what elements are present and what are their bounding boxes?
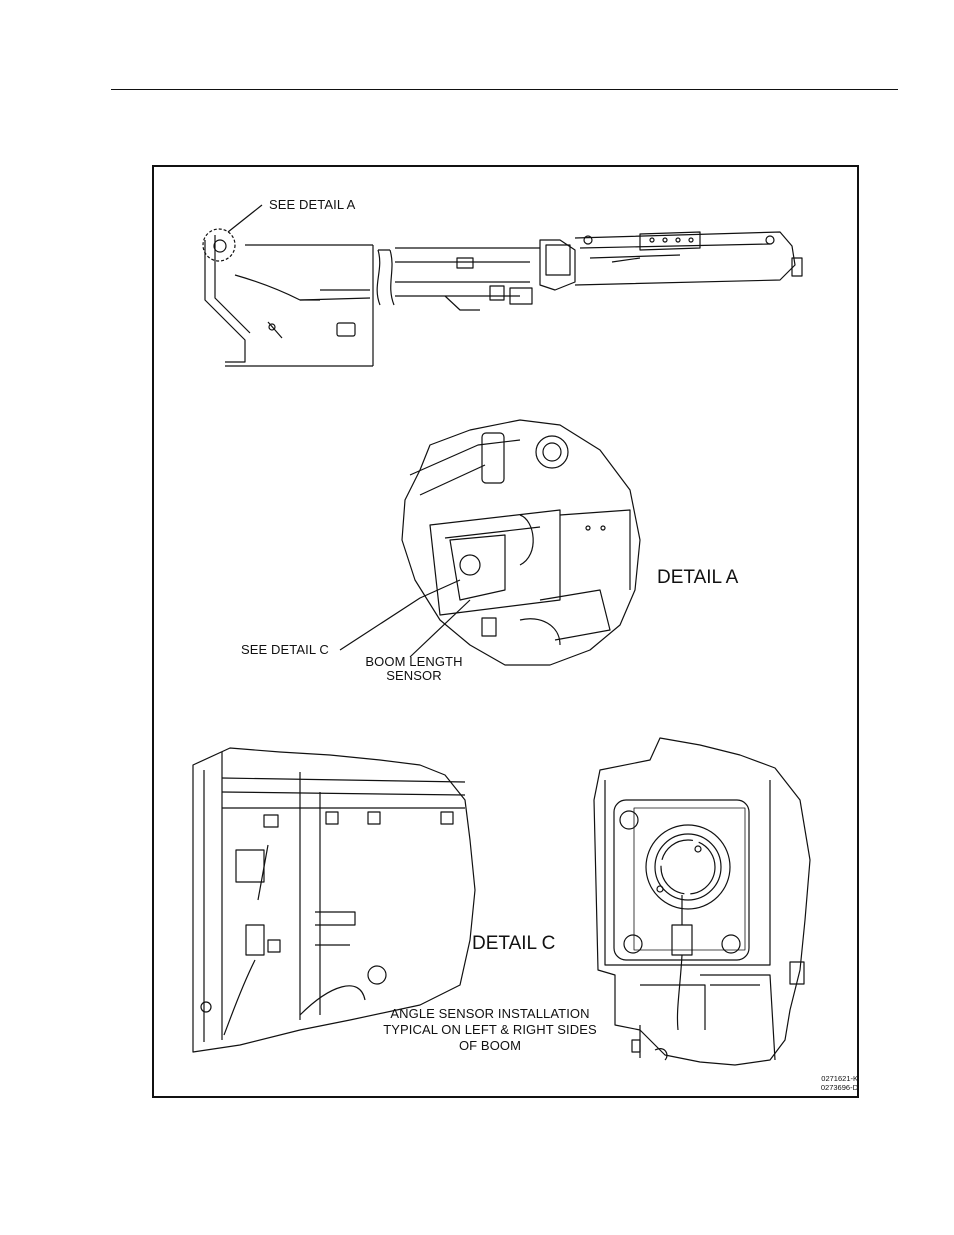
part-number-2: 0273696-D xyxy=(790,1083,858,1092)
detail-a-title: DETAIL A xyxy=(657,568,738,588)
callout-angle-sensor: ANGLE SENSOR INSTALLATION TYPICAL ON LEF… xyxy=(360,1006,620,1054)
callout-boom-length-sensor-line2: SENSOR xyxy=(354,669,474,683)
callout-angle-sensor-line3: OF BOOM xyxy=(360,1038,620,1054)
callout-angle-sensor-line2: TYPICAL ON LEFT & RIGHT SIDES xyxy=(360,1022,620,1038)
callout-angle-sensor-line1: ANGLE SENSOR INSTALLATION xyxy=(360,1006,620,1022)
angle-sensor-drawing xyxy=(594,738,810,1065)
part-number-1: 0271621-K xyxy=(790,1074,858,1083)
callout-boom-length-sensor-line1: BOOM LENGTH xyxy=(354,655,474,669)
callout-see-detail-a: SEE DETAIL A xyxy=(269,198,355,212)
boom-overview xyxy=(203,205,802,366)
detail-c-title: DETAIL C xyxy=(472,934,555,954)
callout-see-detail-c: SEE DETAIL C xyxy=(241,643,329,657)
detail-a-drawing xyxy=(340,420,640,665)
callout-boom-length-sensor: BOOM LENGTH SENSOR xyxy=(354,655,474,683)
